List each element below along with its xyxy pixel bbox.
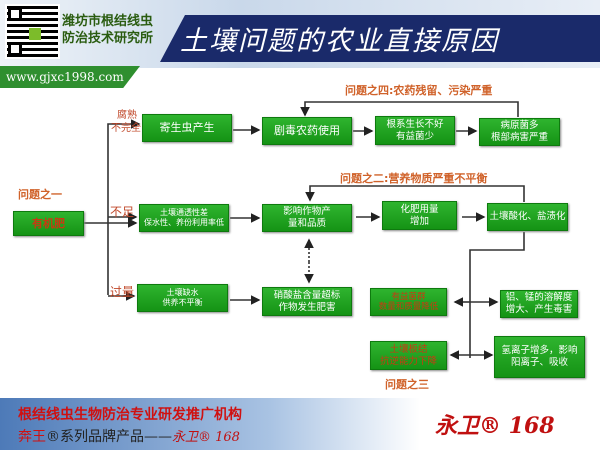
- website-url[interactable]: www.gjxc1998.com: [0, 66, 140, 88]
- box-text: 病原菌多: [500, 120, 539, 131]
- box-text: 根系生长不好: [386, 118, 444, 130]
- problem2-label: 问题之二:营养物质严重不平衡: [340, 172, 488, 185]
- org-name-line2: 防治技术研究所: [62, 31, 154, 46]
- branch-label-excess: 过量: [110, 285, 135, 299]
- box-text: 有益菌群: [391, 292, 426, 302]
- branch-label-decomposed: 腐熟: [117, 110, 137, 121]
- branch-label-incomplete: 不完全: [111, 123, 141, 134]
- box-text: 增大、产生毒害: [505, 304, 573, 315]
- footer-banner: [0, 398, 600, 450]
- footer-line1: 根结线虫生物防治专业研发推广机构: [18, 407, 242, 423]
- branch-label-insufficient: 不足: [110, 205, 135, 219]
- box-text: 化肥用量: [400, 203, 439, 215]
- compaction-box: 土壤板结抗逆能力下降: [370, 341, 447, 370]
- box-text: 阳离子、吸收: [510, 357, 568, 368]
- box-text: 保水性、养份利用率低: [144, 218, 224, 227]
- pathogen-box: 病原菌多根部病害严重: [479, 118, 560, 146]
- box-text: 数量和质量降低: [378, 302, 439, 312]
- acidification-box: 土壤酸化、盐渍化: [487, 203, 568, 231]
- box-text: 量和品质: [287, 218, 326, 229]
- box-text: 氢离子增多，影响: [501, 345, 578, 356]
- nitrate-box: 硝酸盐含量超标作物发生肥害: [262, 287, 352, 316]
- problem3-label: 问题之三: [385, 378, 429, 391]
- qr-logo: [29, 28, 41, 40]
- organic-fertilizer-box: 有机肥: [13, 211, 84, 236]
- footer-line2: 奔王®系列品牌产品——永卫® 168: [18, 426, 240, 446]
- box-text: 供养不平衡: [162, 298, 203, 307]
- box-text: 土壤缺水: [166, 288, 199, 297]
- slide-title: 土壤问题的农业直接原因: [180, 26, 499, 57]
- problem1-label: 问题之一: [18, 188, 62, 201]
- box-text: 根部病害严重: [490, 132, 548, 143]
- box-text: 土壤通透性差: [160, 208, 208, 217]
- aluminum-box: 铝、锰的溶解度增大、产生毒害: [500, 290, 578, 318]
- roots-box: 根系生长不好有益菌少: [375, 116, 455, 145]
- product-name: 永卫® 168: [172, 430, 240, 445]
- box-text: 铝、锰的溶解度: [505, 292, 573, 303]
- brand-logo-text: 永卫® 168: [435, 413, 555, 439]
- title-band: [160, 15, 600, 62]
- permeability-box: 土壤通透性差保水性、养份利用率低: [139, 204, 229, 232]
- parasite-box: 寄生虫产生: [142, 114, 232, 142]
- box-text: 土壤板结: [389, 343, 428, 355]
- microbe-box: 有益菌群数量和质量降低: [370, 288, 447, 316]
- brand-benwang: 奔王: [18, 429, 46, 445]
- box-text: 增加: [409, 215, 429, 227]
- box-text: 作物发生肥害: [278, 301, 336, 313]
- water-box: 土壤缺水供养不平衡: [137, 284, 228, 312]
- box-text: 硝酸盐含量超标: [273, 289, 341, 301]
- pesticide-box: 剧毒农药使用: [262, 117, 352, 145]
- hydrogen-box: 氢离子增多，影响阳离子、吸收: [494, 336, 585, 378]
- box-text: 影响作物产: [283, 206, 331, 217]
- fertilizer-box: 化肥用量增加: [382, 201, 457, 230]
- series-text: ®系列品牌产品——: [46, 429, 172, 445]
- box-text: 抗逆能力下降: [379, 355, 437, 367]
- problem4-label: 问题之四:农药残留、污染严重: [345, 84, 493, 97]
- org-name-line1: 潍坊市根结线虫: [62, 14, 154, 29]
- qr-code: [5, 4, 60, 59]
- box-text: 有益菌少: [395, 130, 434, 142]
- header-banner: 潍坊市根结线虫 防治技术研究所 土壤问题的农业直接原因: [0, 0, 600, 68]
- yield-box: 影响作物产量和品质: [262, 204, 352, 232]
